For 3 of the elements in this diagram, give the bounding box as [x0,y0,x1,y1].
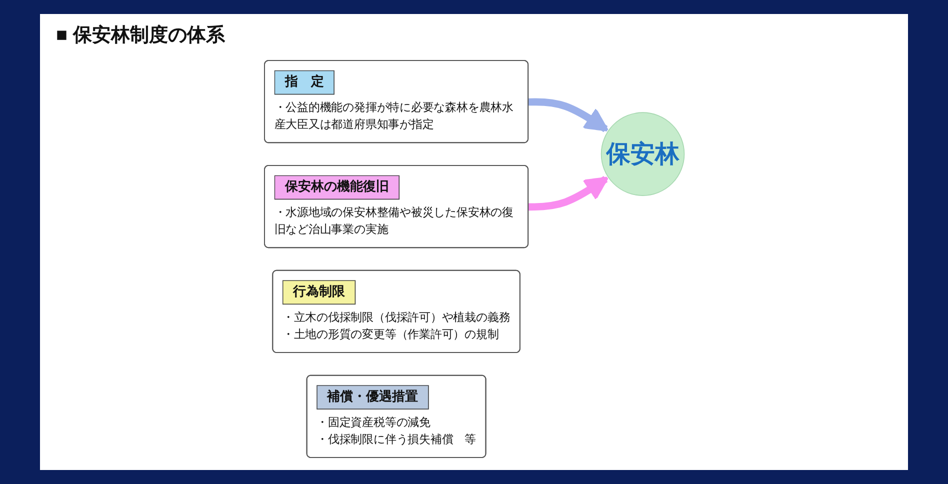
title: ■ 保安林制度の体系 [56,24,225,48]
arrow [528,176,608,211]
arrow [528,98,608,132]
